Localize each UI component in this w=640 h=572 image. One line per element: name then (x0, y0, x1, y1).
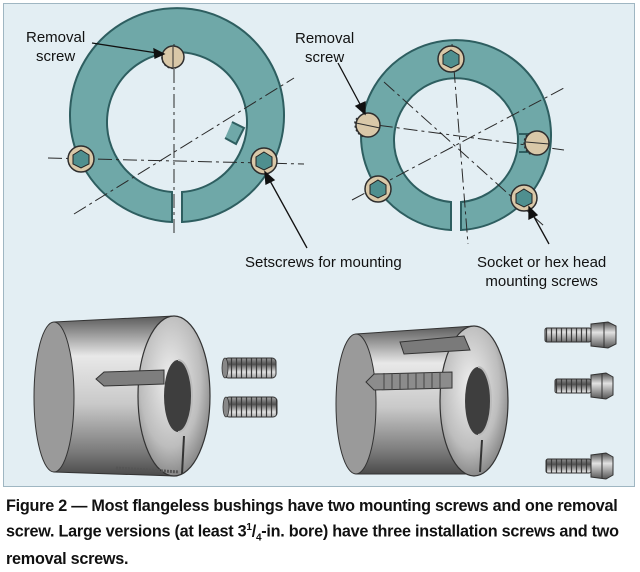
caption-fraction-denominator: 4 (255, 532, 262, 544)
label-line: mounting screws (485, 273, 598, 290)
right-mounting-screw-right-icon (510, 184, 538, 212)
label-line: screw (305, 49, 345, 66)
right-tapered-bushing-3d-icon (335, 325, 509, 477)
left-removal-screw-icon (161, 45, 185, 70)
figure-panel: Removal screw Removal screw Setscrews fo… (3, 3, 635, 487)
left-setscrew-right-icon (250, 147, 278, 175)
right-screw-top-icon (437, 45, 465, 73)
label-right-removal-screw: Removal screw (295, 29, 354, 67)
figure-caption: Figure 2 — Most flangeless bushings have… (6, 497, 619, 568)
right-mounting-screw-left-icon (364, 175, 392, 203)
label-line: Removal (295, 30, 355, 47)
hex-bolt-lower-icon (545, 452, 614, 480)
right-bushing-top-view-icon (351, 39, 565, 245)
caption-text-end: -in. bore) have three installation screw… (6, 522, 619, 568)
label-line: Removal (26, 29, 86, 46)
bushing-diagram (33, 7, 617, 480)
hex-bolt-upper-icon (544, 321, 617, 349)
left-setscrew-upper-icon (221, 357, 277, 379)
left-setscrew-left-icon (67, 145, 95, 173)
right-removal-screw-left-icon (354, 112, 381, 138)
right-removal-screw-right-icon (523, 130, 550, 156)
label-line: screw (36, 48, 76, 65)
label-mounting-screws: Socket or hex head mounting screws (477, 253, 606, 291)
label-left-removal-screw: Removal screw (26, 28, 85, 66)
left-setscrew-lower-icon (222, 396, 278, 418)
caption-text-start: Figure 2 — Most flangeless bushings have… (6, 497, 618, 541)
label-setscrews: Setscrews for mounting (245, 254, 402, 271)
left-tapered-bushing-3d-icon (33, 315, 211, 477)
label-line: Socket or hex head (477, 254, 607, 271)
hex-bolt-middle-icon (554, 372, 614, 400)
leader-lines (91, 42, 550, 249)
left-bushing-top-view-icon (47, 7, 305, 236)
caption-fraction-numerator: 1 (246, 522, 252, 533)
